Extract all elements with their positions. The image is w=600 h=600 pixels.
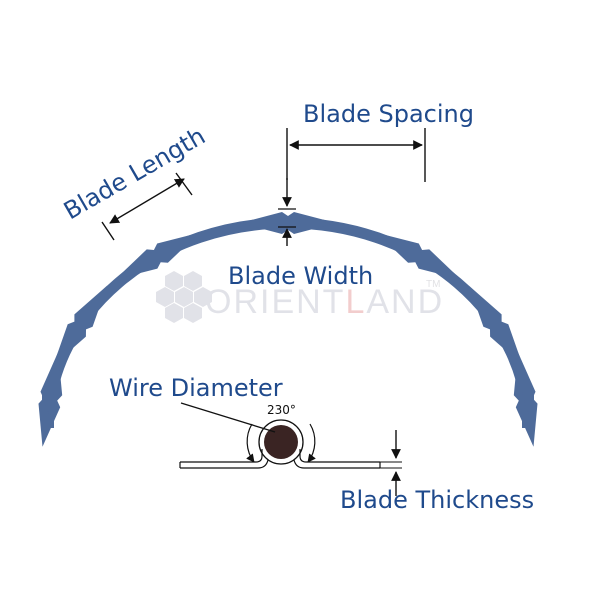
wire-end-hook (522, 392, 534, 428)
razor-barb (115, 232, 200, 280)
wrap-angle-arrow-right (307, 423, 316, 463)
blade-strip-bottom (180, 459, 380, 469)
razor-wire-arc (38, 212, 538, 447)
razor-barb (240, 212, 336, 234)
blade-wrap-outline (258, 419, 304, 465)
razor-barb (469, 285, 523, 366)
watermark-logo: ORIENTLAND TM (156, 271, 444, 323)
wire-core (264, 425, 298, 459)
blade-strip-top (180, 449, 380, 463)
watermark-text: ORIENTLAND (205, 283, 444, 321)
cross-section-detail: 230° Wire Diameter (109, 374, 381, 469)
razor-barb (376, 232, 461, 280)
wire-diameter-label: Wire Diameter (109, 374, 283, 402)
blade-width-label: Blade Width (228, 262, 373, 290)
wrap-angle-arrow-left (246, 423, 255, 463)
blade-spacing-label: Blade Spacing (303, 100, 474, 128)
blade-length-arrow (109, 178, 185, 224)
trademark-symbol: TM (426, 279, 440, 290)
blade-thickness-dimension: Blade Thickness (340, 430, 534, 514)
blade-spacing-dimension: Blade Spacing (286, 100, 474, 182)
blade-length-dimension: Blade Length (59, 122, 210, 241)
wire-diameter-leader (180, 402, 276, 433)
blade-width-dimension: Blade Width (228, 178, 373, 290)
razor-barb (53, 285, 107, 366)
blade-barbs (38, 212, 538, 447)
blade-thickness-label: Blade Thickness (340, 486, 534, 514)
wire-end-hook (42, 392, 54, 428)
blade-length-label: Blade Length (59, 122, 210, 225)
hexagon-logo-icon (156, 271, 212, 323)
wrap-angle-label: 230° (267, 403, 296, 417)
